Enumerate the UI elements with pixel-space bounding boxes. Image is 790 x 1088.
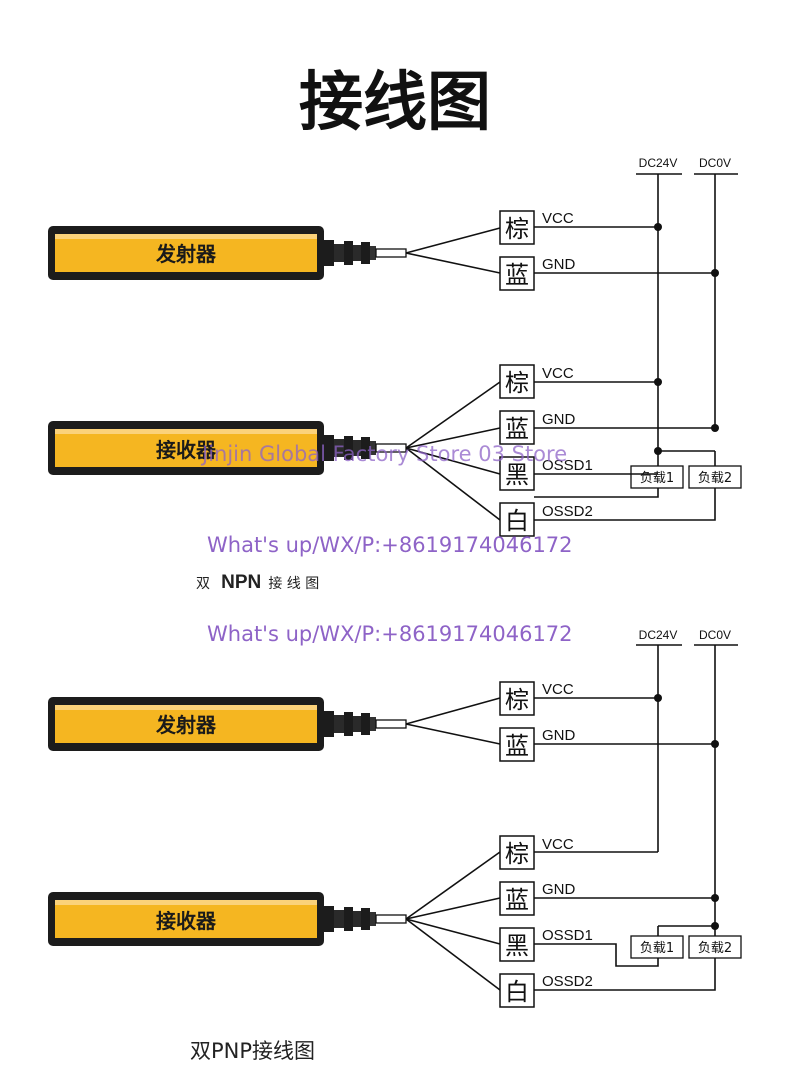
npn-receiver-black-box (499, 456, 535, 491)
pnp-emitter-vcc: VCC (542, 681, 574, 698)
page-title: 接线图 (299, 66, 491, 140)
npn-emitter-brown-label: 棕 (505, 215, 529, 243)
pnp-emitter-blue-box (499, 727, 535, 762)
pnp-receiver-black-label: 黑 (505, 932, 529, 960)
pnp-emitter-label: 发射器 (155, 713, 217, 737)
pnp-receiver-sensor (47, 891, 407, 947)
npn-emitter-sensor (47, 225, 407, 281)
pnp-dc24v-label: DC24V (639, 628, 678, 642)
pnp-receiver-white-label: 白 (505, 978, 529, 1006)
npn-receiver-gnd: GND (542, 411, 576, 428)
npn-caption: 双 NPN 接 线 图 (196, 572, 319, 593)
pnp-receiver-blue-box (499, 881, 535, 916)
contact-watermark-2: What's up/WX/P:+8619174046172 (207, 622, 573, 646)
npn-emitter-vcc: VCC (542, 210, 574, 227)
pnp-receiver-label: 接收器 (156, 909, 217, 933)
npn-emitter-gnd: GND (542, 256, 576, 273)
npn-emitter-blue-label: 蓝 (505, 261, 529, 289)
pnp-receiver-white-box (499, 973, 535, 1008)
pnp-emitter-brown-label: 棕 (505, 686, 529, 714)
pnp-load1-label: 负载1 (640, 941, 674, 956)
pnp-emitter-sensor (47, 696, 407, 752)
npn-receiver-blue-label: 蓝 (505, 415, 529, 443)
npn-emitter-label: 发射器 (155, 242, 217, 266)
pnp-emitter-blue-label: 蓝 (505, 732, 529, 760)
npn-load1-box (630, 465, 684, 489)
pnp-dc0v-label: DC0V (699, 628, 731, 642)
pnp-receiver-blue-label: 蓝 (505, 886, 529, 914)
pnp-receiver-ossd2: OSSD2 (542, 973, 593, 990)
npn-receiver-black-label: 黑 (505, 461, 529, 489)
pnp-emitter-gnd: GND (542, 727, 576, 744)
pnp-caption: 双PNP接线图 (190, 1039, 315, 1063)
pnp-load2-label: 负载2 (698, 941, 732, 956)
npn-section: DC24V DC0V 发射器 棕 蓝 VCC GND 接收器 棕 蓝 黑 (47, 156, 742, 593)
pnp-load1-box (630, 935, 684, 959)
store-watermark: Jinjin Global Factory Store 03 Store (200, 442, 567, 466)
npn-receiver-label: 接收器 (156, 438, 217, 462)
npn-dc24v-label: DC24V (639, 156, 678, 170)
npn-receiver-white-label: 白 (505, 507, 529, 535)
npn-emitter-blue-box (499, 256, 535, 291)
pnp-receiver-brown-box (499, 835, 535, 870)
pnp-receiver-brown-label: 棕 (505, 840, 529, 868)
pnp-section: DC24V DC0V 发射器 棕 蓝 VCC GND 接收器 棕 蓝 黑 (47, 628, 742, 1063)
npn-emitter-brown-box (499, 210, 535, 245)
npn-receiver-blue-box (499, 410, 535, 445)
npn-receiver-brown-label: 棕 (505, 369, 529, 397)
pnp-receiver-vcc: VCC (542, 836, 574, 853)
npn-receiver-vcc: VCC (542, 365, 574, 382)
npn-dc0v-label: DC0V (699, 156, 731, 170)
contact-watermark-1: What's up/WX/P:+8619174046172 (207, 533, 573, 557)
pnp-receiver-gnd: GND (542, 881, 576, 898)
npn-receiver-ossd1: OSSD1 (542, 457, 593, 474)
pnp-receiver-ossd1: OSSD1 (542, 927, 593, 944)
npn-receiver-ossd2: OSSD2 (542, 503, 593, 520)
pnp-receiver-black-box (499, 927, 535, 962)
npn-load2-label: 负载2 (698, 471, 732, 486)
